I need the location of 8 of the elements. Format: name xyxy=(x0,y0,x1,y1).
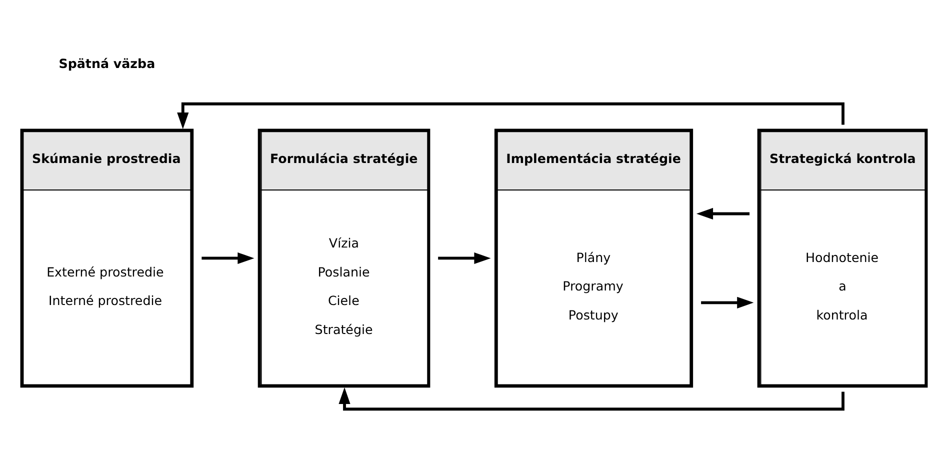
node-box: Implementácia stratégie Plány Programy Postupy xyxy=(494,128,694,388)
arrow xyxy=(202,252,254,264)
node-box: Skúmanie prostredia Externé prostredie Interné prostredie xyxy=(20,128,194,388)
arrow xyxy=(177,102,844,130)
arrow xyxy=(696,208,750,220)
arrow xyxy=(438,252,491,264)
arrow xyxy=(701,296,754,308)
label: Spätná väzba xyxy=(58,56,156,71)
